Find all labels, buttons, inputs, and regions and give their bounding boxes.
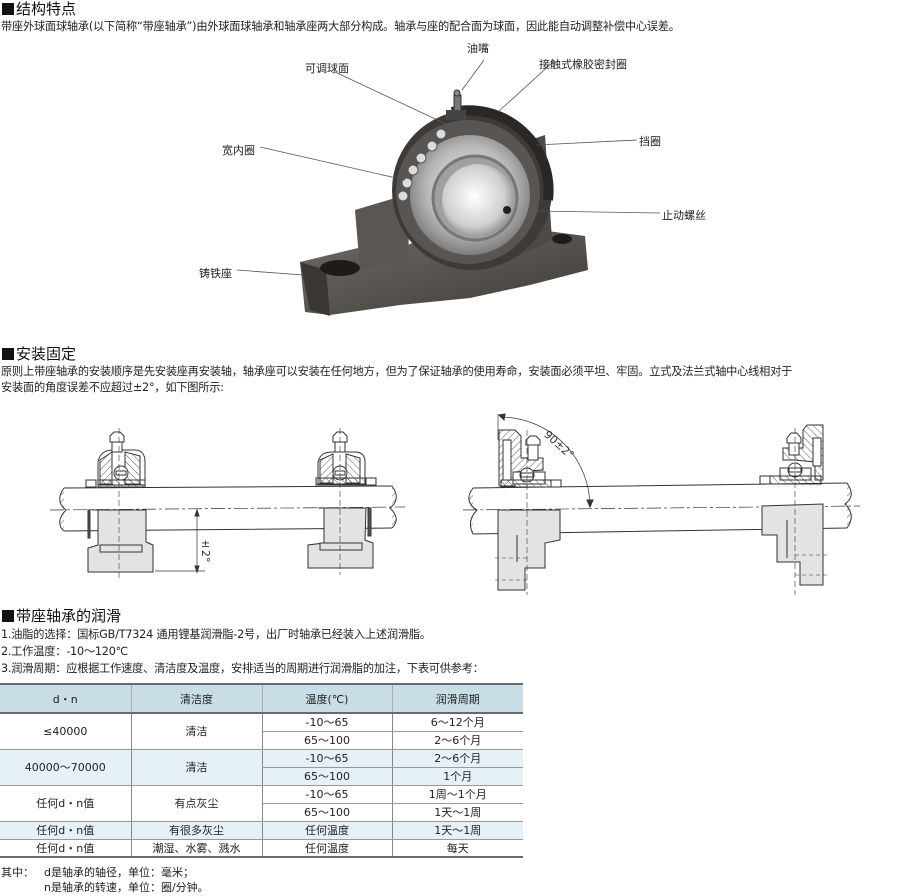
column-header-dn: d・n bbox=[0, 683, 131, 714]
table-row: ≤40000 清洁 -10～65 6～12个月 bbox=[0, 713, 523, 750]
callout-rubber-seal: 接触式橡胶密封圈 bbox=[539, 58, 627, 71]
lubrication-item-3: 3.润滑周期：应根据工作速度、清洁度及温度，安排适当的周期进行润滑脂的加注，下表… bbox=[1, 662, 484, 675]
cell-temperature: 65～100 bbox=[261, 767, 392, 786]
cell-dn: 任何d・n值 bbox=[0, 821, 131, 840]
cell-cleanliness: 清洁 bbox=[130, 749, 262, 786]
cell-period: 1个月 bbox=[391, 767, 523, 786]
column-header-temperature: 温度(℃) bbox=[261, 683, 392, 714]
cell-dn: 任何d・n值 bbox=[0, 839, 131, 858]
cell-temperature: -10～65 bbox=[261, 713, 392, 732]
pillow-block-mounting-diagram bbox=[49, 428, 406, 580]
callout-set-screw: 止动螺丝 bbox=[662, 209, 706, 222]
callout-retaining-ring: 挡圈 bbox=[639, 135, 661, 148]
flange-bearing-mounting-diagram bbox=[462, 413, 861, 595]
square-bullet-icon bbox=[2, 348, 14, 360]
column-header-period: 润滑周期 bbox=[391, 683, 523, 714]
pillow-block-bearing-illustration bbox=[236, 59, 661, 316]
notes-line-d: d是轴承的轴径，单位：毫米； bbox=[44, 866, 194, 879]
cell-cleanliness: 清洁 bbox=[130, 713, 262, 750]
cell-period: 6～12个月 bbox=[391, 713, 523, 732]
notes-prefix: 其中： bbox=[1, 866, 34, 879]
installation-description-line1: 原则上带座轴承的安装顺序是先安装座再安装轴，轴承座可以安装在任何地方，但为了保证… bbox=[1, 365, 793, 378]
column-header-cleanliness: 清洁度 bbox=[130, 683, 262, 714]
section-title-installation: 安装固定 bbox=[2, 346, 76, 362]
cell-dn: 40000～70000 bbox=[0, 749, 131, 786]
lubrication-item-2: 2.工作温度：-10～120℃ bbox=[1, 645, 128, 658]
cell-temperature: -10～65 bbox=[261, 749, 392, 768]
callout-oil-nipple: 油嘴 bbox=[467, 42, 489, 55]
table-row: 40000～70000 清洁 -10～65 2～6个月 bbox=[0, 749, 523, 786]
cell-cleanliness: 有很多灰尘 bbox=[130, 821, 262, 840]
structure-description: 带座外球面球轴承(以下简称“带座轴承”)由外球面球轴承和轴承座两大部分构成。轴承… bbox=[1, 20, 680, 33]
cell-period: 1天～1周 bbox=[391, 803, 523, 822]
lubrication-interval-table: d・n 清洁度 温度(℃) 润滑周期 ≤40000 清洁 -10～65 6～12… bbox=[0, 683, 523, 858]
notes-line-n: n是轴承的转速，单位：圈/分钟。 bbox=[44, 881, 209, 894]
table-header-row: d・n 清洁度 温度(℃) 润滑周期 bbox=[0, 683, 523, 714]
cell-temperature: 65～100 bbox=[261, 803, 392, 822]
table-row: 任何d・n值 潮湿、水雾、溅水 任何温度 每天 bbox=[0, 839, 523, 858]
square-bullet-icon bbox=[2, 3, 14, 15]
callout-adjustable-sphere: 可调球面 bbox=[305, 62, 349, 75]
table-row: 任何d・n值 有点灰尘 -10～65 1周～1个月 bbox=[0, 785, 523, 822]
section-title-lubrication: 带座轴承的润滑 bbox=[2, 608, 121, 624]
lubrication-item-1: 1.油脂的选择：国标GB/T7324 通用锂基润滑脂-2号，出厂时轴承已经装入上… bbox=[1, 628, 431, 641]
installation-description-line2: 安装面的角度误差不应超过±2°，如下图所示: bbox=[1, 381, 224, 394]
table-row: 任何d・n值 有很多灰尘 任何温度 1天～1周 bbox=[0, 821, 523, 840]
table-row: 65～100 1个月 bbox=[0, 767, 523, 786]
square-bullet-icon bbox=[2, 610, 14, 622]
cell-temperature: -10～65 bbox=[261, 785, 392, 804]
table-row: 65～100 1天～1周 bbox=[0, 803, 523, 822]
callout-cast-iron-housing: 铸铁座 bbox=[199, 267, 232, 280]
cell-dn: ≤40000 bbox=[0, 713, 131, 750]
section-title-structure: 结构特点 bbox=[2, 1, 76, 17]
cell-period: 1天～1周 bbox=[391, 821, 523, 840]
cell-period: 2～6个月 bbox=[391, 749, 523, 768]
cell-period: 每天 bbox=[391, 839, 523, 858]
angle-tolerance-label-left: ±2° bbox=[199, 537, 212, 563]
table-row: 65～100 2～6个月 bbox=[0, 731, 523, 750]
cell-period: 1周～1个月 bbox=[391, 785, 523, 804]
cell-temperature: 任何温度 bbox=[261, 821, 392, 840]
cell-cleanliness: 有点灰尘 bbox=[130, 785, 262, 822]
cell-temperature: 任何温度 bbox=[261, 839, 392, 858]
cell-temperature: 65～100 bbox=[261, 731, 392, 750]
cell-period: 2～6个月 bbox=[391, 731, 523, 750]
callout-wide-inner-ring: 宽内圈 bbox=[222, 144, 255, 157]
cell-dn: 任何d・n值 bbox=[0, 785, 131, 822]
cell-cleanliness: 潮湿、水雾、溅水 bbox=[130, 839, 262, 858]
